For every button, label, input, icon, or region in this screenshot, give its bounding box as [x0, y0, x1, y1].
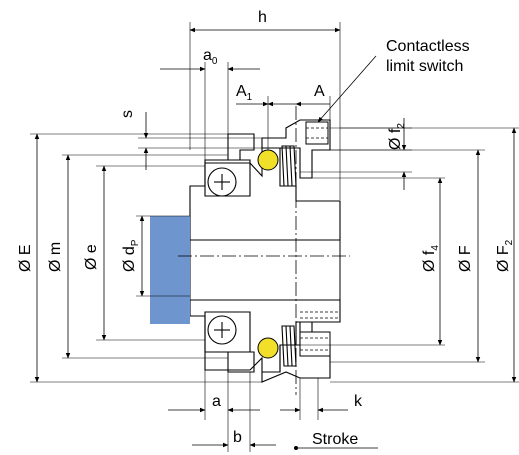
label-E: Ø E: [17, 244, 34, 272]
bore-light-band: [150, 216, 190, 324]
label-k: k: [354, 393, 363, 410]
bolt-lower: [299, 331, 331, 357]
label-m: Ø m: [47, 242, 64, 272]
label-s: s: [119, 110, 136, 118]
label-dp: Ø dP: [121, 239, 141, 272]
label-F2: Ø F2: [495, 239, 515, 272]
label-A1: A1: [236, 83, 253, 103]
label-switch-line1: Contactless: [386, 38, 470, 55]
bearing-ring-lower-outer: [227, 351, 255, 373]
label-e: Ø e: [83, 244, 100, 270]
label-A: A: [314, 83, 325, 100]
label-f2: Ø f2: [387, 123, 407, 150]
label-switch-line2: limit switch: [386, 58, 463, 75]
label-h: h: [258, 9, 267, 26]
assembly-section: [150, 119, 341, 383]
dimension-lines: [30, 22, 519, 452]
label-a: a: [212, 393, 221, 410]
ball-upper-yellow: [257, 149, 279, 171]
label-f4: Ø f4: [421, 245, 441, 272]
label-F: Ø F: [457, 245, 474, 272]
sensor-bolt-upper: [305, 121, 329, 145]
bearing-ring-upper-inner: [204, 159, 251, 197]
labels: h a0 A1 A Contactless limit switch s Ø f…: [17, 9, 515, 448]
disc-spring-lower: [281, 325, 297, 367]
centre-lines: [178, 106, 350, 395]
bore: [189, 239, 341, 301]
label-a0: a0: [203, 47, 218, 67]
disc-spring-upper: [281, 145, 297, 187]
ball-lower-yellow: [257, 337, 279, 359]
label-stroke: Stroke: [312, 431, 358, 448]
label-b: b: [233, 429, 242, 446]
